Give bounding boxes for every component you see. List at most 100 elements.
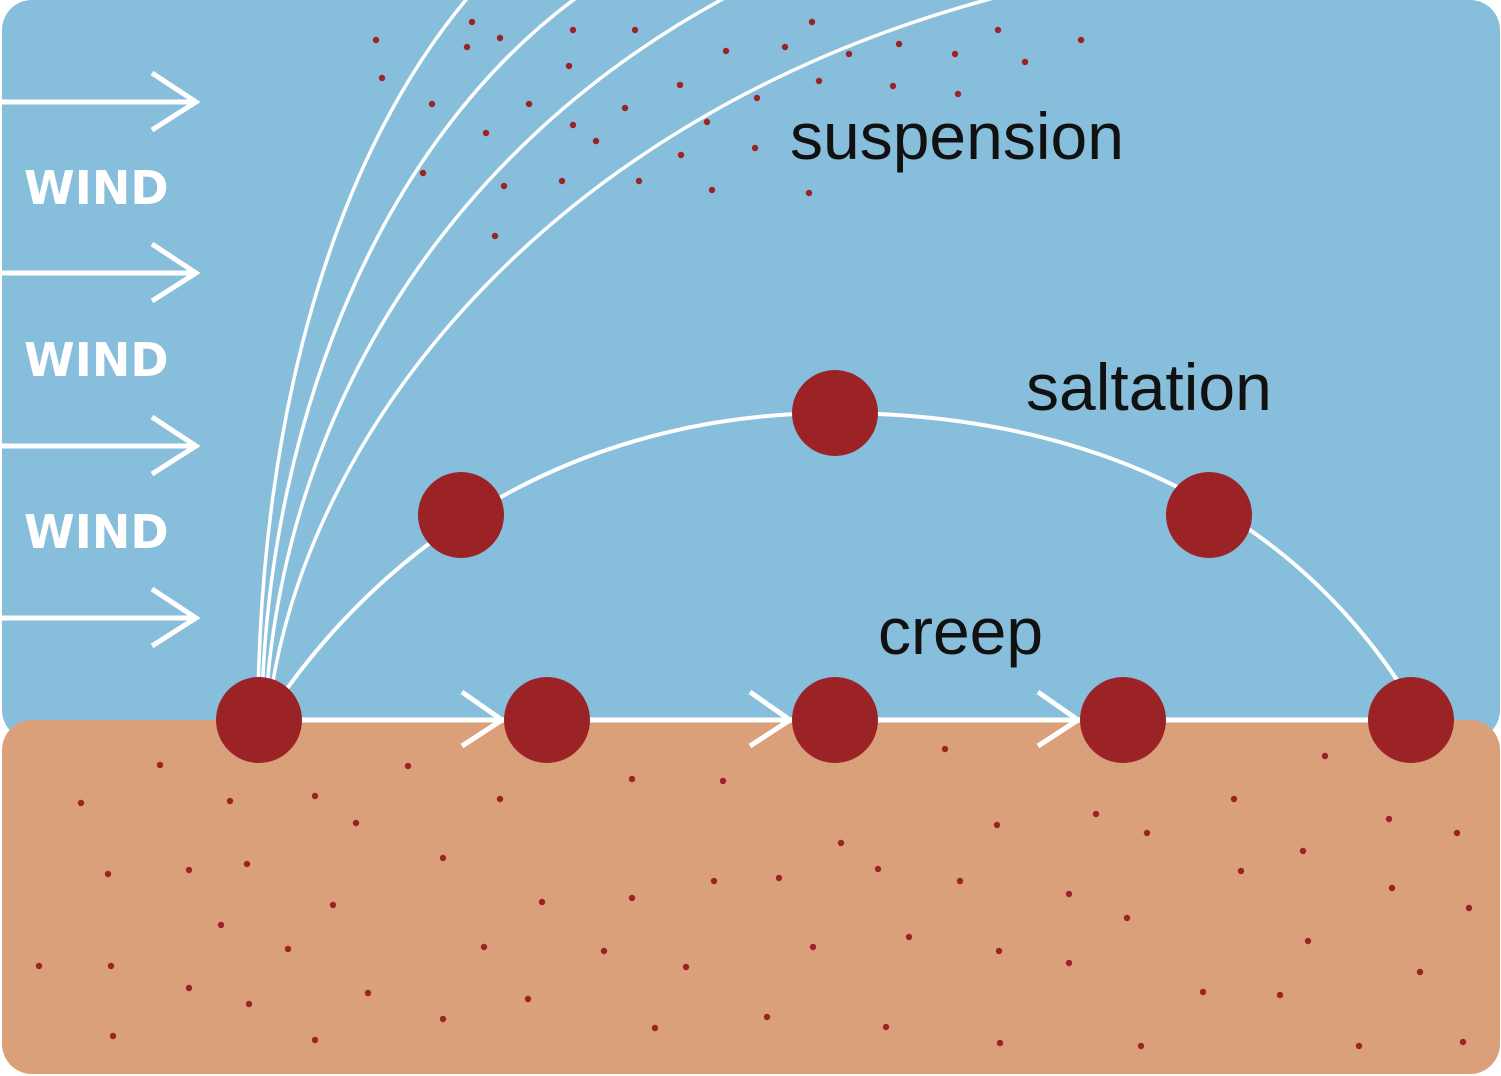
suspension-label: suspension <box>790 99 1124 173</box>
arrow-right-icon <box>0 70 201 133</box>
suspension-path <box>268 0 994 701</box>
soil-grain <box>763 1013 771 1021</box>
soil-grain <box>719 777 727 785</box>
soil-grain <box>1230 795 1238 803</box>
soil-grain <box>1453 829 1461 837</box>
dust-particle <box>1021 58 1029 66</box>
wind-arrows <box>0 70 201 649</box>
dust-particle <box>708 186 716 194</box>
soil-grain <box>109 1032 117 1040</box>
soil-grain <box>1355 1042 1363 1050</box>
soil-grain <box>1276 991 1284 999</box>
wind-label: WIND <box>24 333 169 387</box>
dust-particle <box>635 177 643 185</box>
dust-particle <box>482 129 490 137</box>
soil-grain <box>905 933 913 941</box>
soil-grain <box>1304 937 1312 945</box>
dust-particle <box>889 82 897 90</box>
dust-particle <box>1077 36 1085 44</box>
soil-grain <box>496 795 504 803</box>
landing-particle <box>1368 677 1454 763</box>
dust-particle <box>781 43 789 51</box>
soil-grain <box>600 947 608 955</box>
dust-particle <box>378 74 386 82</box>
soil-grain <box>1199 988 1207 996</box>
suspension-path <box>260 0 577 701</box>
soil-grain <box>1065 959 1073 967</box>
soil-grain <box>243 860 251 868</box>
sky-background <box>2 0 1500 740</box>
soil-grain <box>284 945 292 953</box>
soil-grain <box>1385 815 1393 823</box>
soil-grain <box>874 865 882 873</box>
dust-particle <box>815 77 823 85</box>
dust-particle <box>468 18 476 26</box>
source-particle <box>216 677 302 763</box>
dust-particle <box>496 34 504 42</box>
soil-grain <box>1092 810 1100 818</box>
soil-grain <box>628 894 636 902</box>
soil-grain <box>775 874 783 882</box>
soil-grain <box>226 797 234 805</box>
soil-grain <box>439 1015 447 1023</box>
soil-grain <box>107 962 115 970</box>
dust-particle <box>558 177 566 185</box>
arrow-right-icon <box>0 414 201 477</box>
wind-label: WIND <box>24 505 169 559</box>
soil-grain <box>710 877 718 885</box>
soil-grain <box>217 921 225 929</box>
soil-grain <box>941 745 949 753</box>
wind-label: WIND <box>24 161 169 215</box>
soil-grain <box>245 1000 253 1008</box>
dust-particle <box>491 232 499 240</box>
soil-grain <box>837 839 845 847</box>
arrow-right-icon <box>748 689 795 749</box>
creep-label: creep <box>878 594 1043 668</box>
dust-particle <box>565 62 573 70</box>
dust-particle <box>569 26 577 34</box>
suspended-dust-particles <box>372 18 1085 240</box>
dust-particle <box>808 18 816 26</box>
arrow-right-icon <box>0 241 201 304</box>
soil-grain <box>682 963 690 971</box>
dust-particle <box>951 50 959 58</box>
saltating-particle <box>792 370 878 456</box>
dust-particle <box>569 121 577 129</box>
soil-grain <box>352 819 360 827</box>
arrow-right-icon <box>460 689 507 749</box>
dust-particle <box>621 104 629 112</box>
soil-grain <box>329 901 337 909</box>
soil-grain <box>1065 890 1073 898</box>
soil-grain <box>538 898 546 906</box>
dust-particle <box>751 144 759 152</box>
soil-grain <box>104 870 112 878</box>
creeping-particle <box>1080 677 1166 763</box>
saltation-label: saltation <box>1026 350 1272 424</box>
dust-particle <box>994 26 1002 34</box>
dust-particle <box>419 169 427 177</box>
dust-particle <box>722 47 730 55</box>
dust-particle <box>805 189 813 197</box>
dust-particle <box>500 182 508 190</box>
soil-grain <box>1416 968 1424 976</box>
soil-grain <box>993 821 1001 829</box>
suspension-trajectories <box>256 0 994 701</box>
soil-grain <box>995 947 1003 955</box>
creeping-particle <box>792 677 878 763</box>
soil-grain <box>1459 1038 1467 1046</box>
soil-grain <box>1299 847 1307 855</box>
dust-particle <box>525 100 533 108</box>
dust-particle <box>631 26 639 34</box>
dust-particle <box>592 137 600 145</box>
saltating-particle <box>1166 472 1252 558</box>
soil-grain <box>185 984 193 992</box>
soil-grain <box>1321 752 1329 760</box>
soil-grain <box>1237 867 1245 875</box>
arrow-right-icon <box>0 586 201 649</box>
arrow-right-icon <box>1036 689 1083 749</box>
soil-grain <box>185 866 193 874</box>
sediment-particles <box>216 370 1454 763</box>
soil-grain-particles <box>35 745 1473 1050</box>
saltating-particle <box>418 472 504 558</box>
